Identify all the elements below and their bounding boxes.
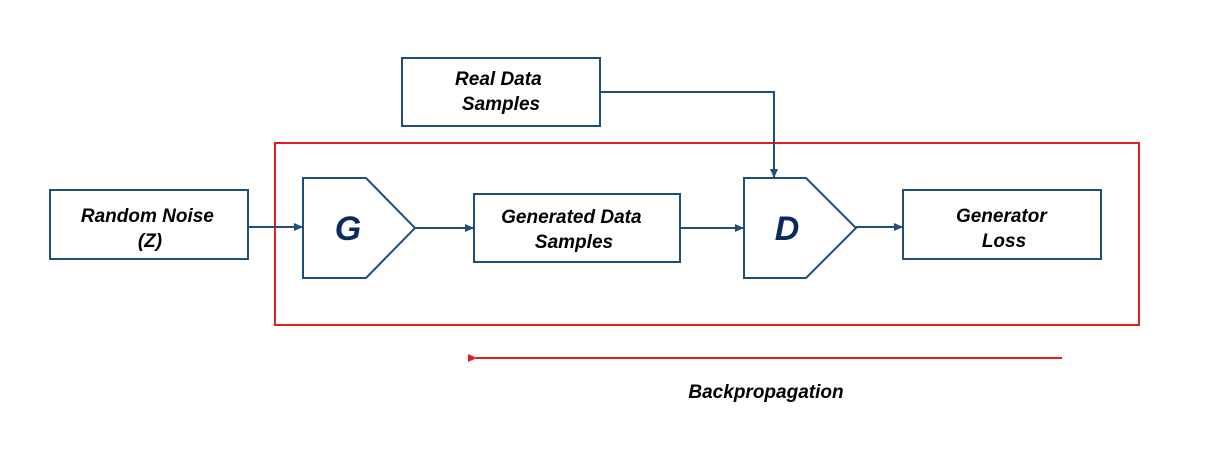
real-data-samples-node: Real Data Samples [401, 57, 601, 127]
svg-text:Random Noise (Z): Random Noise (Z) [81, 206, 219, 252]
backpropagation-label: Backpropagation [688, 382, 843, 403]
discriminator-letter: D [775, 210, 800, 248]
svg-text:Real Data Samples: Real Data Samples [455, 69, 547, 115]
real-data-samples-label-line2: Samples [462, 94, 540, 115]
generator-loss-label-line2: Loss [982, 231, 1026, 252]
real-data-samples-label-line1: Real Data [455, 69, 542, 90]
random-noise-label-line1: Random Noise [81, 206, 214, 227]
svg-text:Generator Loss: Generator Loss [956, 206, 1052, 252]
generator-node: G [302, 177, 417, 279]
arrow-real-data-to-discriminator [600, 91, 778, 178]
generated-data-samples-label-line2: Samples [535, 232, 613, 253]
generated-data-samples-label-line1: Generated Data [501, 207, 642, 228]
generator-loss-label-line1: Generator [956, 206, 1048, 227]
svg-text:Generated Data Samples: Generated Data Samples [501, 207, 647, 253]
random-noise-node: Random Noise (Z) [49, 189, 249, 260]
discriminator-node: D [743, 177, 858, 279]
generator-loss-node: Generator Loss [902, 189, 1102, 260]
generator-training-frame [274, 142, 1140, 326]
generated-data-samples-node: Generated Data Samples [473, 193, 681, 263]
generator-letter: G [335, 210, 361, 248]
random-noise-label-line2: (Z) [138, 231, 162, 252]
